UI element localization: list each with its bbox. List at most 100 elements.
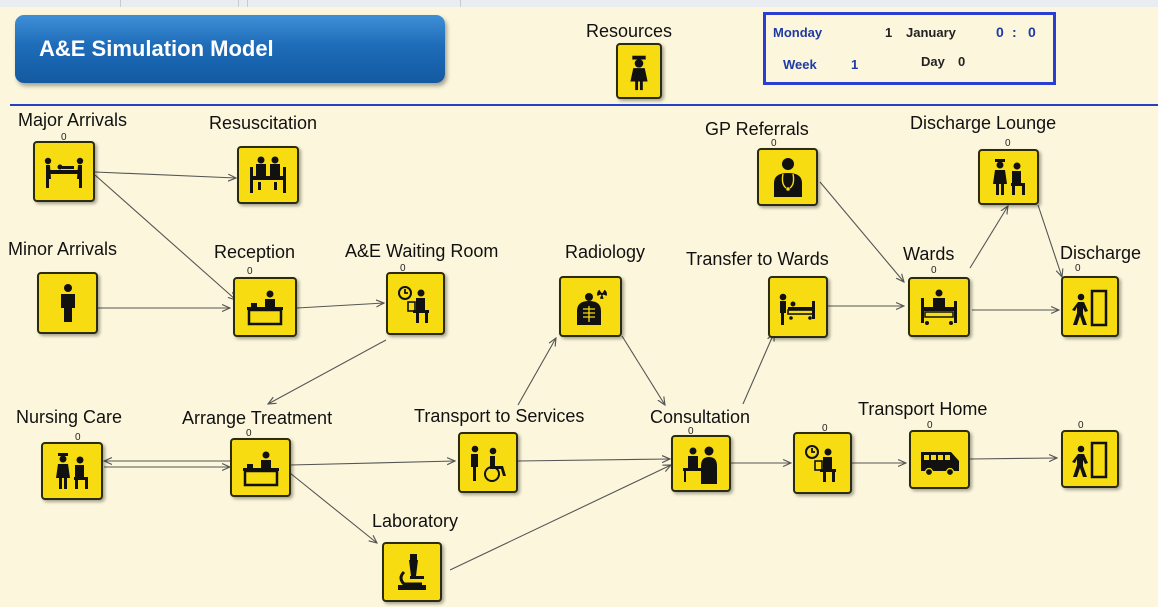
simulation-clock-panel: Monday 1 January 0 : 0 Week 1 Day 0 (763, 12, 1056, 85)
doctor-icon (773, 158, 802, 197)
arrange-treatment-node[interactable] (230, 438, 291, 497)
title-banner: A&E Simulation Model (15, 15, 445, 83)
transfer-wards-node[interactable] (768, 276, 828, 338)
reception-desk-icon (247, 290, 283, 326)
clock-minute: 0 (1028, 24, 1036, 40)
xray-radiation-icon (576, 288, 607, 325)
waiting-clock-icon (804, 445, 836, 482)
clock-day-value: 0 (958, 54, 966, 69)
exit-door-icon (1072, 441, 1108, 479)
desk-clerk-icon (242, 451, 279, 486)
stretcher-icon (44, 157, 84, 188)
lounge-icon (992, 159, 1025, 195)
gp-referrals-count: 0 (771, 138, 777, 149)
radiology-label: Radiology (565, 242, 646, 262)
discharge-lounge-node[interactable] (978, 149, 1039, 205)
consultation-label: Consultation (650, 407, 751, 427)
home-exit-node[interactable] (1061, 430, 1119, 488)
gp-referrals-label: GP Referrals (705, 119, 809, 139)
clock-hour: 0 (996, 24, 1004, 40)
nursing-care-count: 0 (75, 432, 81, 443)
waiting-clock-icon (397, 285, 429, 323)
arrange-treatment-label: Arrange Treatment (182, 408, 333, 428)
wards-label: Wards (903, 244, 955, 264)
arrow-major-to-reception (94, 174, 236, 300)
clock-day-name: Monday (773, 25, 823, 40)
waiting-room-label: A&E Waiting Room (345, 241, 499, 261)
reception-count: 0 (247, 266, 253, 277)
laboratory-node[interactable] (382, 542, 442, 602)
page-title: A&E Simulation Model (39, 36, 274, 61)
nursing-care-label: Nursing Care (16, 407, 123, 427)
laboratory-label: Laboratory (372, 511, 459, 531)
reception-label: Reception (214, 242, 296, 262)
arrow-transport-to-radiology (517, 338, 556, 406)
discharge-lounge-label: Discharge Lounge (910, 113, 1057, 133)
nursing-care-node[interactable] (41, 442, 103, 500)
microscope-icon (398, 554, 426, 590)
resuscitation-bed-icon (250, 156, 286, 193)
clock-separator: : (1012, 24, 1017, 40)
transport-home-label: Transport Home (858, 399, 988, 419)
post-consult-wait-count: 0 (822, 423, 828, 434)
waiting-room-count: 0 (400, 263, 406, 274)
clock-week-label: Week (783, 57, 817, 72)
arrow-wards-to-lounge (969, 206, 1008, 269)
minor-arrivals-node[interactable] (37, 272, 98, 334)
wards-count: 0 (931, 265, 937, 276)
clock-month: January (906, 25, 956, 40)
transport-services-label: Transport to Services (414, 406, 585, 426)
transport-home-count: 0 (927, 420, 933, 431)
exit-door-icon (1072, 289, 1108, 326)
reception-node[interactable] (233, 277, 297, 337)
consultation-count: 0 (688, 426, 694, 437)
strip-tick (247, 0, 248, 7)
strip-tick (460, 0, 461, 7)
discharge-label: Discharge (1060, 243, 1142, 263)
major-arrivals-count: 0 (61, 132, 67, 143)
arrow-lounge-to-discharge (1037, 204, 1062, 277)
resuscitation-node[interactable] (237, 146, 299, 204)
minor-arrivals-label: Minor Arrivals (8, 239, 118, 259)
arrow-arrange-to-lab (289, 472, 377, 543)
person-icon (60, 284, 75, 322)
discharge-lounge-count: 0 (1005, 138, 1011, 149)
clock-week-value: 1 (851, 57, 859, 72)
transport-home-node[interactable] (909, 430, 970, 489)
header-divider (10, 104, 1158, 106)
arrow-transport-home-to-exit (969, 458, 1057, 459)
transport-services-node[interactable] (458, 432, 518, 493)
home-exit-count: 0 (1078, 420, 1084, 431)
ward-bed-icon (921, 289, 957, 325)
arrow-transport-to-consult (517, 459, 670, 461)
gp-referrals-node[interactable] (757, 148, 818, 206)
arrow-major-to-resus (94, 171, 236, 178)
window-top-strip (0, 0, 1158, 7)
nurse-patient-icon (56, 453, 88, 489)
arrow-consult-to-transfer (742, 333, 774, 405)
radiology-node[interactable] (559, 276, 622, 337)
arrow-lab-to-consult (449, 465, 671, 571)
waiting-room-node[interactable] (386, 272, 445, 335)
nurse-icon (630, 55, 648, 91)
consultation-node[interactable] (671, 435, 731, 492)
post-consult-wait-node[interactable] (793, 432, 852, 494)
arrow-arrange-to-transport (289, 461, 455, 466)
wheelchair-icon (471, 445, 506, 482)
wards-node[interactable] (908, 277, 970, 337)
resuscitation-label: Resuscitation (209, 113, 318, 133)
transfer-wards-label: Transfer to Wards (686, 249, 829, 269)
resources-nurse-icon[interactable] (616, 43, 662, 99)
bed-transfer-icon (779, 293, 815, 325)
consultation-icon (683, 446, 717, 484)
strip-tick (120, 0, 121, 7)
major-arrivals-label: Major Arrivals (18, 110, 128, 130)
resources-label: Resources (586, 21, 673, 41)
major-arrivals-node[interactable] (33, 141, 95, 202)
arrow-gp-to-wards (819, 181, 904, 282)
discharge-node[interactable] (1061, 276, 1119, 337)
discharge-count: 0 (1075, 263, 1081, 274)
arrow-radiology-to-consult (621, 335, 665, 405)
arrange-treatment-count: 0 (246, 428, 252, 439)
